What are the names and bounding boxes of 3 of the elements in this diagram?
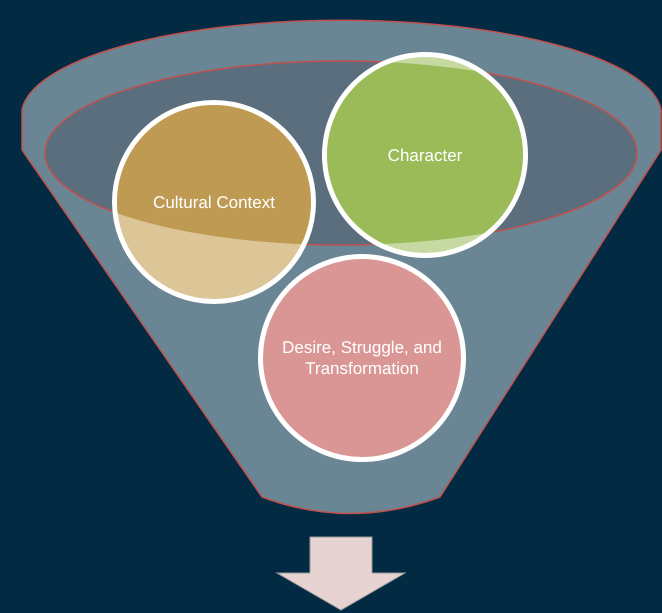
circle-label: Character — [386, 144, 464, 166]
circle-label: Desire, Struggle, and Transformation — [281, 337, 443, 379]
circle-label: Cultural Context — [152, 192, 276, 212]
